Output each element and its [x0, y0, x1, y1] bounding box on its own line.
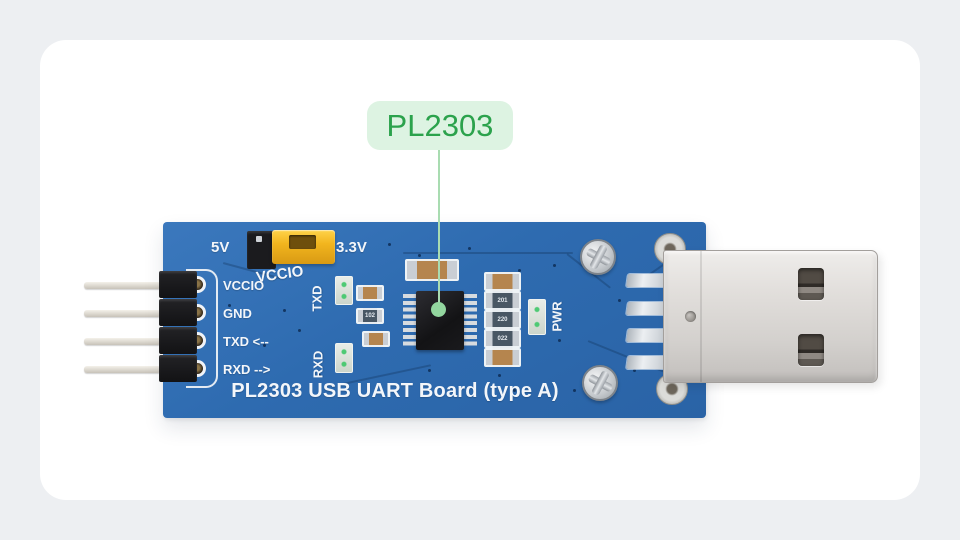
jumper-cap	[272, 230, 335, 264]
via-dot	[513, 389, 516, 392]
jumper-header	[247, 231, 276, 269]
callout-label: PL2303	[386, 107, 494, 143]
usb-solder-pad	[625, 301, 669, 316]
pcb-trace	[403, 252, 573, 254]
usb-shell-dimple	[685, 311, 696, 322]
smd-resistor: 220	[484, 310, 521, 329]
header-pin	[84, 338, 161, 345]
board-title: PL2303 USB UART Board (type A)	[231, 380, 559, 402]
via-dot	[558, 339, 561, 342]
chip-pins-right	[464, 294, 477, 347]
usb-shell-hole	[798, 334, 824, 366]
callout-line	[438, 150, 440, 306]
via-dot	[633, 369, 636, 372]
via-dot	[263, 344, 266, 347]
smd-capacitor	[405, 259, 459, 281]
smd-resistor: 102	[356, 308, 384, 324]
usb-solder-pad	[625, 328, 669, 343]
pcb-board: 5V 3.3V VCCIO VCCIO GND TXD <-- RXD --> …	[163, 222, 706, 418]
smd-resistor	[362, 331, 390, 347]
pin-label-txd: TXD <--	[223, 334, 269, 349]
smd-resistor: 201	[484, 291, 521, 310]
header-block	[159, 299, 197, 326]
callout-dot	[431, 302, 446, 317]
pin-label-vccio: VCCIO	[223, 278, 265, 293]
label-3v3: 3.3V	[336, 239, 367, 256]
usb-connector	[663, 250, 878, 383]
txd-led	[335, 276, 353, 305]
led-label-pwr: PWR	[549, 301, 565, 332]
smd-resistor: 022	[484, 329, 521, 348]
label-5v: 5V	[211, 239, 230, 256]
silkscreen-bracket	[186, 269, 218, 388]
via-dot	[318, 374, 321, 377]
header-pin	[84, 366, 161, 373]
phillips-screw-top	[580, 239, 616, 275]
jumper-cap-slot	[289, 235, 316, 249]
usb-solder-pad	[625, 355, 669, 370]
header-block	[159, 271, 197, 298]
smd-resistor	[484, 348, 521, 367]
via-dot	[618, 299, 621, 302]
header-pin	[84, 310, 161, 317]
pwr-led	[528, 299, 546, 335]
via-dot	[228, 304, 231, 307]
via-dot	[298, 329, 301, 332]
via-dot	[498, 374, 501, 377]
pin-label-gnd: GND	[223, 306, 252, 321]
led-label-txd: TXD	[309, 285, 325, 312]
jumper-pin	[256, 236, 262, 242]
rxd-led	[335, 343, 353, 373]
usb-solder-pad	[625, 273, 669, 288]
pl2303-chip	[416, 291, 464, 350]
header-block	[159, 355, 197, 382]
pin-label-rxd: RXD -->	[223, 362, 271, 377]
via-dot	[283, 309, 286, 312]
callout-bubble: PL2303	[367, 101, 513, 150]
smd-label: 022	[497, 335, 508, 342]
via-dot	[553, 264, 556, 267]
usb-shell-seam	[700, 251, 702, 382]
smd-resistor	[356, 285, 384, 301]
via-dot	[388, 243, 391, 246]
smd-label: 102	[364, 313, 375, 319]
header-pin	[84, 282, 161, 289]
smd-label: 201	[497, 297, 508, 304]
header-block	[159, 327, 197, 354]
via-dot	[468, 247, 471, 250]
chip-pins-left	[403, 294, 416, 347]
smd-label: 220	[497, 316, 508, 323]
via-dot	[418, 254, 421, 257]
via-dot	[573, 389, 576, 392]
phillips-screw-bottom	[582, 365, 618, 401]
via-dot	[428, 369, 431, 372]
smd-resistor	[484, 272, 521, 291]
via-dot	[518, 269, 521, 272]
usb-shell-hole	[798, 268, 824, 300]
